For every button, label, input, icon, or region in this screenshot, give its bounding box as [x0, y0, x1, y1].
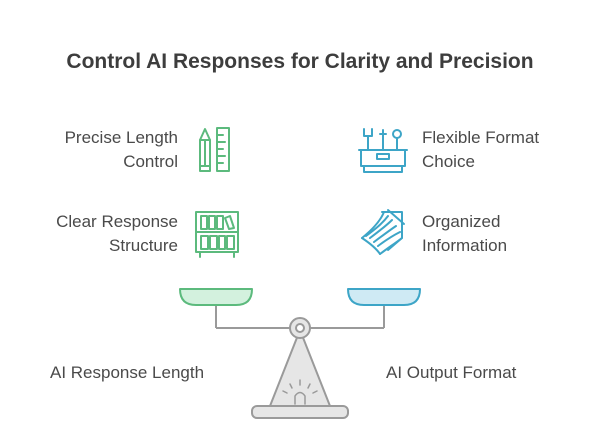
diagram-title: Control AI Responses for Clarity and Pre…	[66, 50, 534, 73]
shelf-icon	[195, 211, 239, 258]
pan-label-right: AI Output Format	[386, 363, 517, 382]
label-line-2: Choice	[422, 152, 475, 171]
label-line-1: Clear Response	[56, 212, 178, 231]
toolbox-icon	[358, 128, 408, 173]
right-pan	[347, 288, 421, 306]
left-pan	[179, 288, 253, 306]
label-line-1: Precise Length	[64, 128, 178, 147]
scale-base	[251, 405, 349, 419]
pan-label-left: AI Response Length	[50, 363, 205, 382]
label-line-2: Structure	[109, 236, 178, 255]
label-organized-information: Organized Information	[422, 210, 592, 258]
label-flexible-format-choice: Flexible Format Choice	[422, 126, 592, 174]
label-clear-response-structure: Clear Response Structure	[28, 210, 178, 258]
label-line-1: Flexible Format	[422, 128, 540, 147]
label-precise-length-control: Precise Length Control	[28, 126, 178, 174]
lamp-icon	[282, 379, 318, 405]
scale-stand	[269, 329, 331, 407]
label-line-2: Information	[422, 236, 508, 255]
scale-pivot-inner	[295, 323, 305, 333]
documents-icon	[361, 209, 405, 255]
label-line-2: Control	[123, 152, 178, 171]
pencil-ruler-icon	[199, 127, 230, 172]
label-line-1: Organized	[422, 212, 501, 231]
